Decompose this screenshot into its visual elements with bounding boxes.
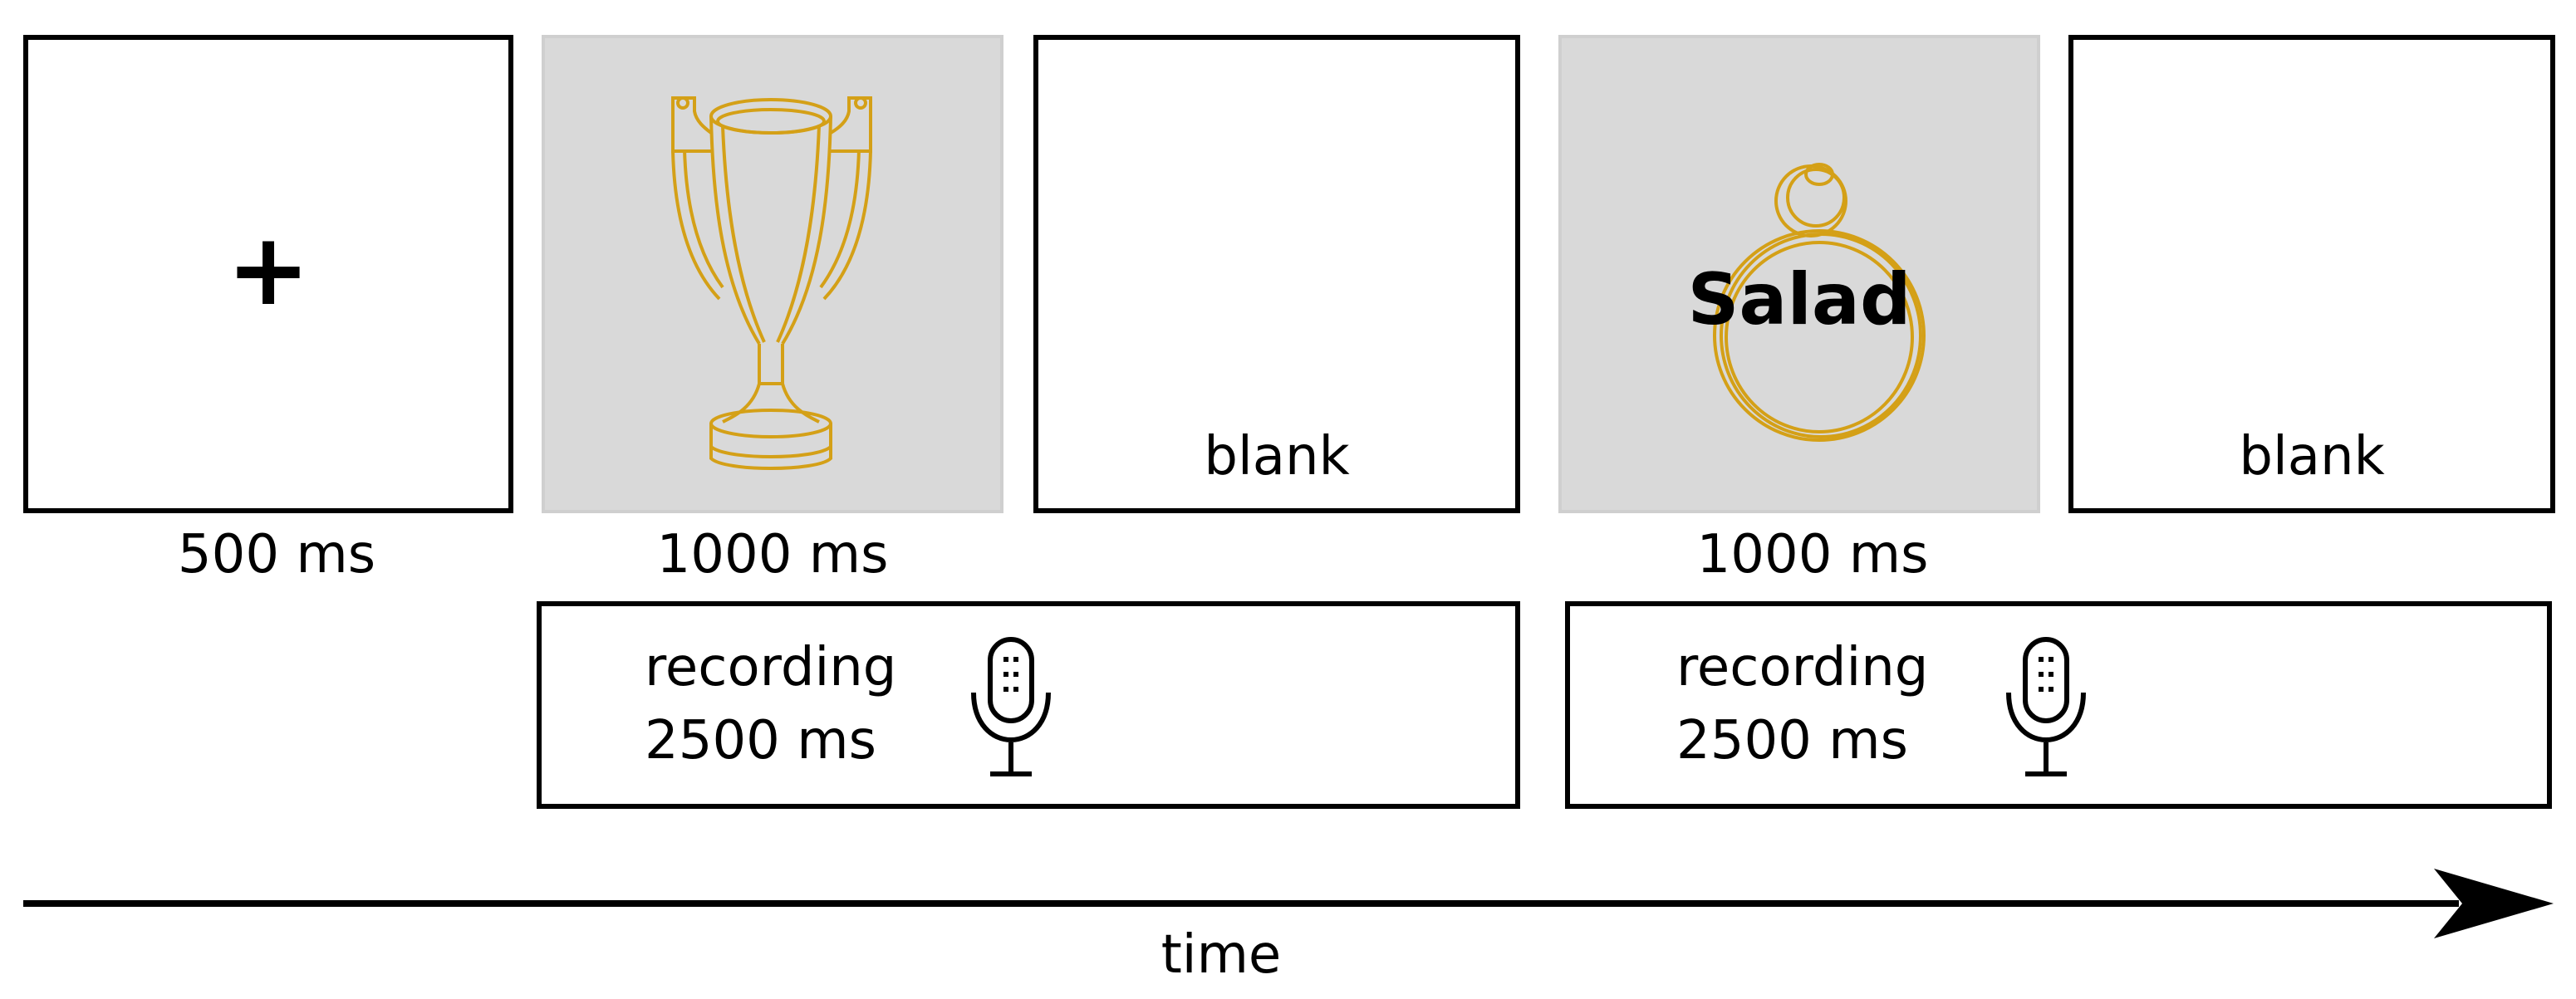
ring-icon: [1713, 163, 1926, 442]
microphone-icon: [971, 637, 1051, 776]
microphone-icon: [2006, 637, 2086, 776]
picture-screen: [542, 35, 1003, 513]
recording-label-2: recording 2500 ms: [1676, 637, 1929, 771]
blank-screen-1: blank: [1033, 35, 1520, 513]
blank-label-2: blank: [2239, 426, 2385, 487]
stimulus-word: Salad: [1687, 258, 1911, 341]
recording-label-1: recording 2500 ms: [645, 637, 897, 771]
blank-label-1: blank: [1204, 426, 1350, 487]
word-picture-duration: 1000 ms: [1696, 524, 1929, 585]
time-label: time: [1160, 924, 1282, 986]
blank-screen-2: blank: [2068, 35, 2555, 513]
fixation-duration: 500 ms: [177, 524, 376, 585]
fixation-cross: +: [226, 213, 311, 328]
time-arrow: [23, 869, 2554, 938]
trophy-icon: [671, 96, 872, 470]
word-picture-screen: Salad: [1558, 35, 2040, 513]
recording-box-2: recording 2500 ms: [1565, 601, 2552, 809]
fixation-screen: +: [23, 35, 513, 513]
recording-box-1: recording 2500 ms: [537, 601, 1520, 809]
picture-duration: 1000 ms: [656, 524, 889, 585]
